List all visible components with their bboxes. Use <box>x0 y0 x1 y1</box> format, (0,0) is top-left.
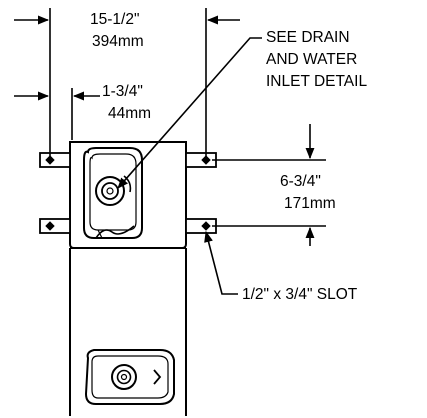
slot-leader <box>204 230 238 295</box>
callout-leader <box>117 37 262 189</box>
offset-metric: 44mm <box>108 105 151 122</box>
spacing-metric: 171mm <box>284 195 336 212</box>
callout-line-2: AND WATER <box>266 51 357 68</box>
dimension-overall-width <box>14 8 240 160</box>
lower-mounting-bar <box>39 218 217 234</box>
callout-line-1: SEE DRAIN <box>266 29 350 46</box>
upper-basin <box>83 147 143 239</box>
lower-bubbler-icon <box>111 364 162 390</box>
upper-mounting-bar <box>39 152 217 168</box>
fountain-unit-outline <box>69 141 187 416</box>
upper-bubbler-icon <box>95 175 132 206</box>
spacing-imperial: 6-3/4" <box>280 173 321 190</box>
overall-width-metric: 394mm <box>92 33 144 50</box>
dimension-vertical-spacing <box>212 124 326 246</box>
offset-imperial: 1-3/4" <box>102 83 143 100</box>
dimension-offset <box>14 88 100 140</box>
slot-label: 1/2" x 3/4" SLOT <box>242 286 358 303</box>
overall-width-imperial: 15-1/2" <box>90 11 139 28</box>
callout-line-3: INLET DETAIL <box>266 73 367 90</box>
lower-basin <box>84 349 175 405</box>
